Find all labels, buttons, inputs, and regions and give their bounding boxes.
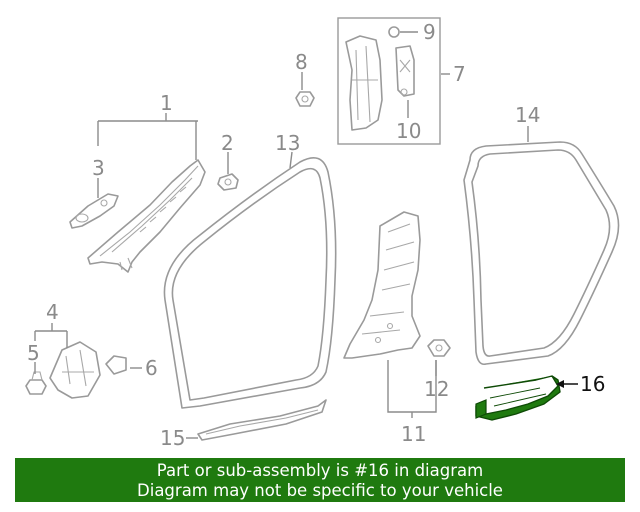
callout-5: 5 — [27, 341, 40, 365]
callout-2: 2 — [221, 131, 234, 155]
part-5-fastener — [25, 371, 47, 395]
callout-8: 8 — [295, 50, 308, 74]
part-3-trim-piece — [69, 193, 119, 229]
callout-6: 6 — [145, 356, 158, 380]
callout-11: 11 — [401, 422, 426, 446]
part-15-scuff-plate — [197, 399, 327, 441]
callout-4: 4 — [46, 300, 59, 324]
callout-12: 12 — [424, 377, 449, 401]
callout-9: 9 — [423, 20, 436, 44]
info-banner: Part or sub-assembly is #16 in diagram D… — [15, 458, 625, 502]
part-13-door-weatherstrip — [163, 156, 337, 409]
part-12-clip — [427, 339, 451, 357]
part-8-bolt — [295, 91, 315, 107]
parts-diagram: 1 2 3 4 5 6 7 8 9 10 11 12 13 14 15 16 — [25, 17, 620, 450]
callout-13: 13 — [275, 131, 300, 155]
callout-7: 7 — [453, 62, 466, 86]
banner-line-1: Part or sub-assembly is #16 in diagram — [156, 461, 484, 480]
part-11-bpillar-trim — [343, 211, 421, 359]
part-4-bracket — [49, 341, 101, 399]
callout-16: 16 — [580, 372, 605, 396]
callout-1: 1 — [160, 91, 173, 115]
leader-lines — [34, 31, 578, 439]
part-16-highlighted — [475, 375, 561, 421]
callout-3: 3 — [92, 156, 105, 180]
part-2-clip — [217, 173, 239, 191]
callout-14: 14 — [515, 103, 540, 127]
part-14-rear-weatherstrip — [463, 141, 620, 366]
part-1-pillar-trim — [87, 159, 206, 273]
banner-line-2: Diagram may not be specific to your vehi… — [137, 481, 503, 500]
callout-10: 10 — [396, 119, 421, 143]
callout-15: 15 — [160, 426, 185, 450]
part-7-group-box — [337, 17, 441, 145]
part-6-clip — [105, 355, 127, 375]
